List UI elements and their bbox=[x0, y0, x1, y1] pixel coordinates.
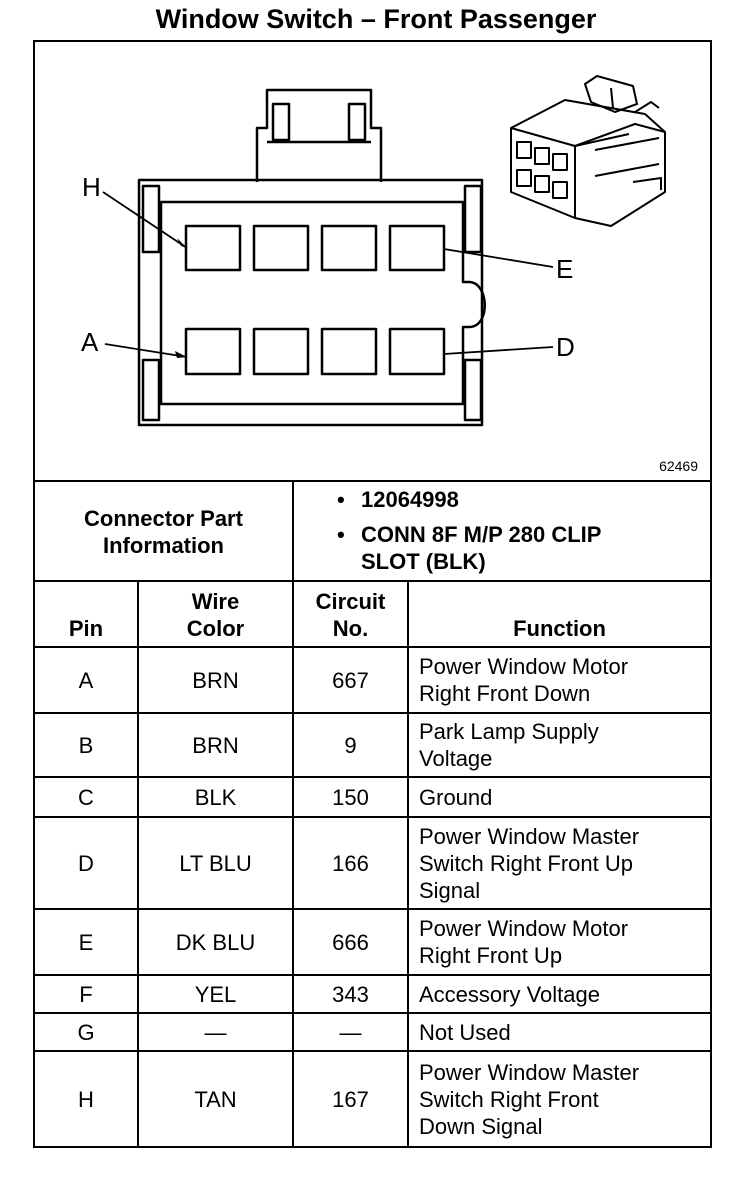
circuit-cell: 166 bbox=[292, 816, 409, 910]
pin-cell: G bbox=[35, 1012, 139, 1052]
connector-part-number: 12064998 bbox=[361, 487, 459, 512]
pin-cell: H bbox=[35, 1050, 139, 1148]
function-line: Voltage bbox=[419, 746, 493, 771]
function-line: Ground bbox=[419, 784, 493, 810]
connector-info-label-line1: Connector Part bbox=[84, 506, 243, 531]
circuit-cell: 150 bbox=[292, 776, 409, 818]
pin-cell: E bbox=[35, 908, 139, 976]
function-line: Park Lamp Supply bbox=[419, 719, 599, 744]
function-line: Power Window Master bbox=[419, 1059, 640, 1085]
header-function: Function bbox=[407, 580, 710, 648]
connector-description-line2: SLOT (BLK) bbox=[361, 549, 486, 574]
function-line: Not Used bbox=[419, 1019, 511, 1045]
pin-cell: B bbox=[35, 712, 139, 778]
circuit-cell: 343 bbox=[292, 974, 409, 1014]
circuit-cell: 667 bbox=[292, 646, 409, 714]
function-cell: Ground bbox=[407, 776, 710, 818]
circuit-cell: 167 bbox=[292, 1050, 409, 1148]
function-line: Accessory Voltage bbox=[419, 981, 600, 1007]
pin-label-d: D bbox=[556, 332, 575, 362]
function-cell: Accessory Voltage bbox=[407, 974, 710, 1014]
pin-label-a: A bbox=[81, 327, 99, 357]
document-frame: H A E D 62469 Connector Part Information… bbox=[33, 40, 712, 1148]
function-cell: Not Used bbox=[407, 1012, 710, 1052]
connector-info-label-line2: Information bbox=[103, 533, 224, 558]
wire-color-cell: — bbox=[137, 1012, 294, 1052]
circuit-cell: 9 bbox=[292, 712, 409, 778]
connector-info-label: Connector Part Information bbox=[35, 482, 294, 582]
wire-color-cell: TAN bbox=[137, 1050, 294, 1148]
function-line: Right Front Down bbox=[419, 681, 591, 706]
wire-color-cell: BLK bbox=[137, 776, 294, 818]
wire-color-cell: BRN bbox=[137, 646, 294, 714]
circuit-cell: 666 bbox=[292, 908, 409, 976]
wire-color-cell: DK BLU bbox=[137, 908, 294, 976]
page-title: Window Switch – Front Passenger bbox=[155, 4, 597, 34]
function-line: Power Window Motor bbox=[419, 916, 629, 941]
function-line: Switch Right Front Up bbox=[419, 850, 633, 876]
function-line: Signal bbox=[419, 877, 481, 903]
pin-cell: A bbox=[35, 646, 139, 714]
function-line: Down Signal bbox=[419, 1113, 543, 1139]
function-line: Power Window Master bbox=[419, 823, 640, 849]
table-row: G——Not Used bbox=[35, 1012, 710, 1052]
connector-description-line1: CONN 8F M/P 280 CLIP bbox=[361, 522, 602, 547]
connector-info-item: CONN 8F M/P 280 CLIP SLOT (BLK) bbox=[333, 521, 703, 575]
pin-label-h: H bbox=[82, 172, 101, 202]
circuit-cell: — bbox=[292, 1012, 409, 1052]
wire-color-cell: YEL bbox=[137, 974, 294, 1014]
function-line: Power Window Motor bbox=[419, 654, 629, 679]
connector-info-item: 12064998 bbox=[333, 486, 703, 513]
pin-label-e: E bbox=[556, 254, 574, 284]
connector-info-section: Connector Part Information 12064998 CONN… bbox=[35, 480, 710, 582]
wire-color-cell: BRN bbox=[137, 712, 294, 778]
header-pin: Pin bbox=[35, 580, 139, 648]
figure-number: 62469 bbox=[659, 458, 698, 474]
function-line: Right Front Up bbox=[419, 943, 563, 968]
connector-face-drawing bbox=[102, 75, 666, 427]
pin-cell: C bbox=[35, 776, 139, 818]
pin-cell: F bbox=[35, 974, 139, 1014]
function-line: Switch Right Front bbox=[419, 1086, 599, 1112]
connector-diagram: H A E D 62469 bbox=[35, 42, 710, 480]
pin-cell: D bbox=[35, 816, 139, 910]
connector-info-list: 12064998 CONN 8F M/P 280 CLIP SLOT (BLK) bbox=[333, 486, 703, 583]
wire-color-cell: LT BLU bbox=[137, 816, 294, 910]
